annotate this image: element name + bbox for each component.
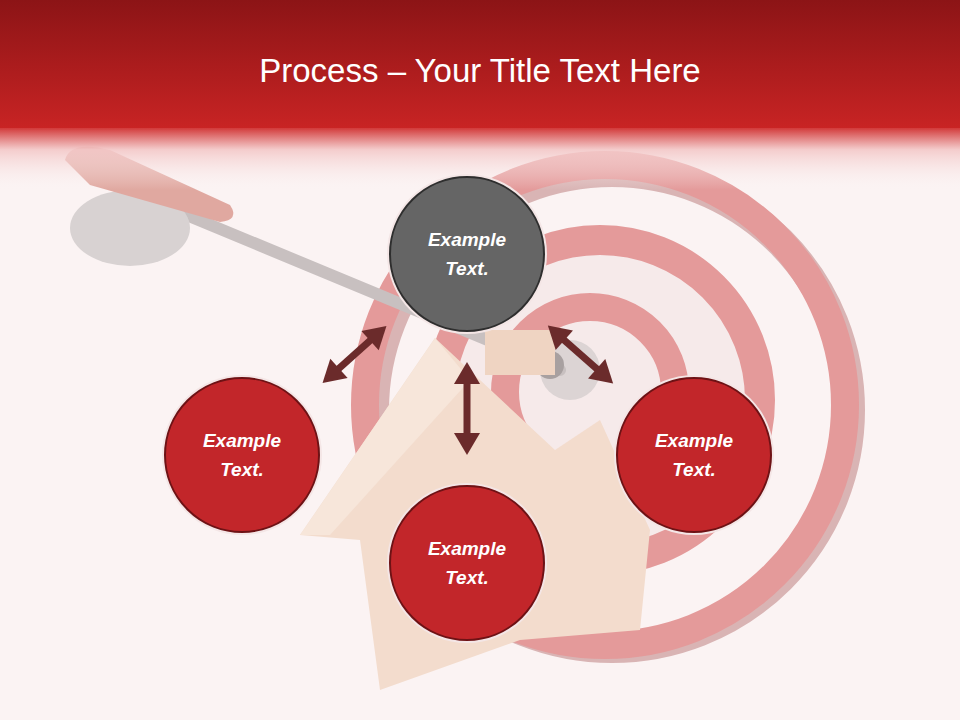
double-arrow xyxy=(548,326,613,384)
slide-title: Process – Your Title Text Here xyxy=(0,52,960,90)
arrow-head xyxy=(588,359,613,383)
arrow-shaft xyxy=(561,338,599,372)
arrow-shaft xyxy=(464,380,471,437)
circle-node: Example Text. xyxy=(389,176,545,332)
node-label: Example Text. xyxy=(417,534,517,592)
node-label: Example Text. xyxy=(644,426,744,484)
arrow-shaft xyxy=(336,338,373,371)
header-bar xyxy=(0,0,960,130)
node-label: Example Text. xyxy=(192,426,292,484)
arrow-head xyxy=(454,362,480,384)
arrow-head xyxy=(361,326,386,350)
circle-node: Example Text. xyxy=(616,377,772,533)
arrow-head xyxy=(548,326,573,350)
house xyxy=(300,330,650,690)
double-arrow xyxy=(454,362,480,455)
arrow-head xyxy=(323,359,348,383)
double-arrow xyxy=(323,326,387,383)
circle-node: Example Text. xyxy=(164,377,320,533)
arrow-head xyxy=(454,433,480,455)
node-label: Example Text. xyxy=(417,225,517,283)
circle-node: Example Text. xyxy=(389,485,545,641)
